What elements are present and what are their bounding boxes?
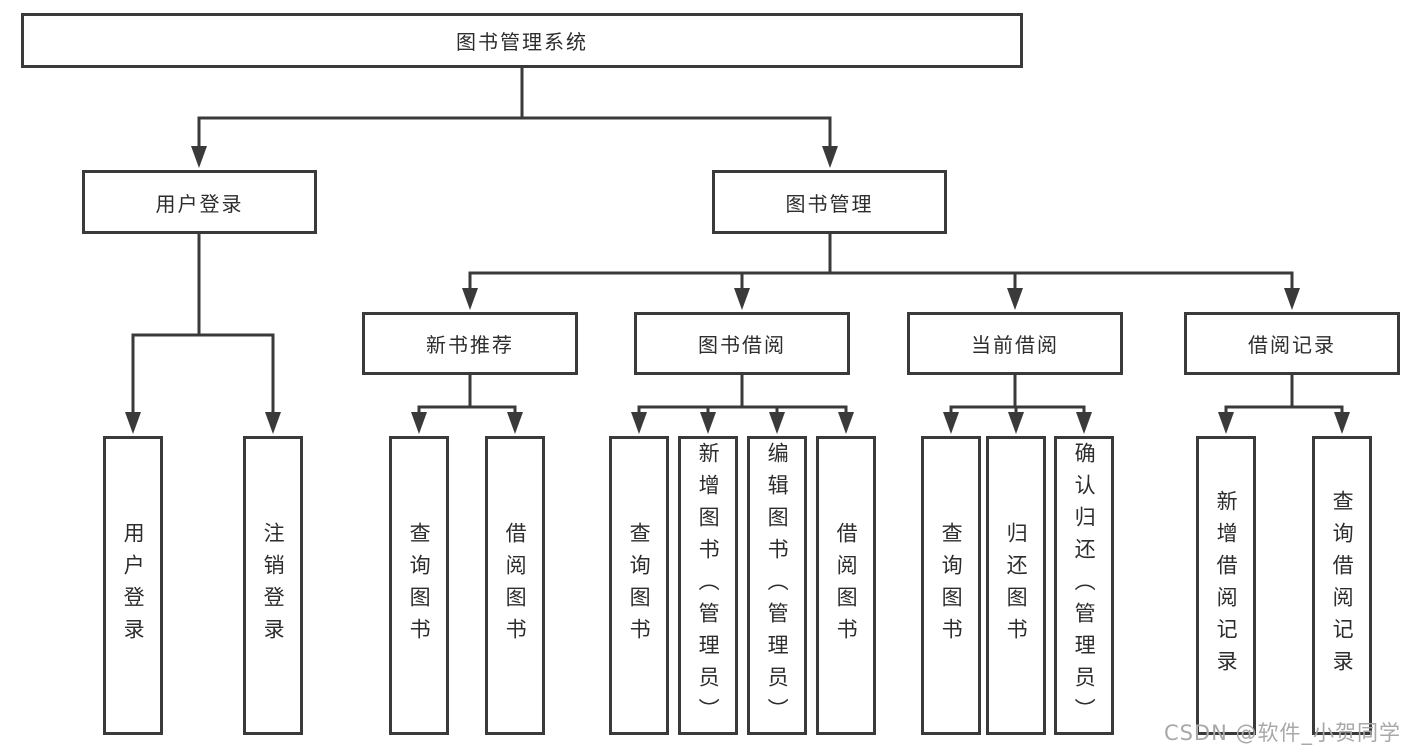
leaf-add-borrow-record: 新增借阅记录 xyxy=(1196,436,1256,735)
leaf-borrow-books-recommend: 借阅图书 xyxy=(485,436,545,735)
node-label: 查询借阅记录 xyxy=(1330,489,1355,682)
arrowhead xyxy=(769,412,785,434)
node-label: 当前借阅 xyxy=(971,333,1059,357)
node-root-system: 图书管理系统 xyxy=(21,13,1023,68)
node-label: 借阅图书 xyxy=(503,521,528,650)
node-current-borrow: 当前借阅 xyxy=(907,312,1123,375)
leaf-edit-book-admin: 编辑图书（管理员） xyxy=(747,436,807,735)
arrowhead xyxy=(1334,412,1350,434)
node-label: 借阅记录 xyxy=(1248,333,1336,357)
arrowhead xyxy=(700,412,716,434)
node-label: 用户登录 xyxy=(155,191,244,216)
node-label: 新书推荐 xyxy=(426,333,514,357)
node-book-management: 图书管理 xyxy=(712,170,947,234)
node-label: 图书管理系统 xyxy=(456,30,588,54)
node-borrow-records: 借阅记录 xyxy=(1184,312,1400,375)
arrowhead xyxy=(1007,288,1023,310)
arrowhead xyxy=(1076,412,1092,434)
node-label: 借阅图书 xyxy=(834,521,859,650)
leaf-add-book-admin: 新增图书（管理员） xyxy=(678,436,738,735)
node-label: 图书管理 xyxy=(785,191,874,216)
arrowhead xyxy=(191,146,207,168)
arrowhead xyxy=(1284,288,1300,310)
node-label: 查询图书 xyxy=(627,521,652,650)
connector-book-borrow-to-leaves xyxy=(631,373,854,434)
node-label: 确认归还（管理员） xyxy=(1072,441,1097,730)
connector-current-borrow-to-leaves xyxy=(943,373,1092,434)
leaf-query-books-current: 查询图书 xyxy=(921,436,981,735)
node-new-book-recommend: 新书推荐 xyxy=(362,312,578,375)
connector-book-mgmt-to-level3 xyxy=(462,232,1300,310)
arrowhead xyxy=(822,146,838,168)
leaf-user-login: 用户登录 xyxy=(103,436,163,735)
connector-borrow-records-to-leaves xyxy=(1218,373,1350,434)
node-book-borrow: 图书借阅 xyxy=(634,312,850,375)
arrowhead xyxy=(411,412,427,434)
connector-new-book-to-leaves xyxy=(411,373,523,434)
arrowhead xyxy=(1218,412,1234,434)
arrowhead xyxy=(734,288,750,310)
arrowhead xyxy=(462,288,478,310)
arrowhead xyxy=(631,412,647,434)
leaf-query-borrow-record: 查询借阅记录 xyxy=(1312,436,1372,735)
connector-user-login-to-leaves xyxy=(125,232,281,434)
node-user-login: 用户登录 xyxy=(82,170,317,234)
connector-root-to-level2 xyxy=(191,66,838,168)
arrowhead xyxy=(507,412,523,434)
csdn-watermark: CSDN @软件_小贺同学 xyxy=(1163,721,1401,745)
arrowhead xyxy=(1008,412,1024,434)
node-label: 新增借阅记录 xyxy=(1214,489,1239,682)
leaf-return-book: 归还图书 xyxy=(986,436,1046,735)
node-label: 编辑图书（管理员） xyxy=(765,441,790,730)
node-label: 归还图书 xyxy=(1004,521,1029,650)
node-label: 查询图书 xyxy=(407,521,432,650)
arrowhead xyxy=(265,412,281,434)
arrowhead xyxy=(125,412,141,434)
leaf-query-books-borrow: 查询图书 xyxy=(609,436,669,735)
leaf-query-books-recommend: 查询图书 xyxy=(389,436,449,735)
leaf-confirm-return-admin: 确认归还（管理员） xyxy=(1054,436,1114,735)
arrowhead xyxy=(943,412,959,434)
node-label: 用户登录 xyxy=(121,521,146,650)
arrowhead xyxy=(838,412,854,434)
leaf-logout: 注销登录 xyxy=(243,436,303,735)
node-label: 查询图书 xyxy=(939,521,964,650)
leaf-borrow-books: 借阅图书 xyxy=(816,436,876,735)
node-label: 新增图书（管理员） xyxy=(696,441,721,730)
node-label: 注销登录 xyxy=(261,521,286,650)
node-label: 图书借阅 xyxy=(698,333,786,357)
